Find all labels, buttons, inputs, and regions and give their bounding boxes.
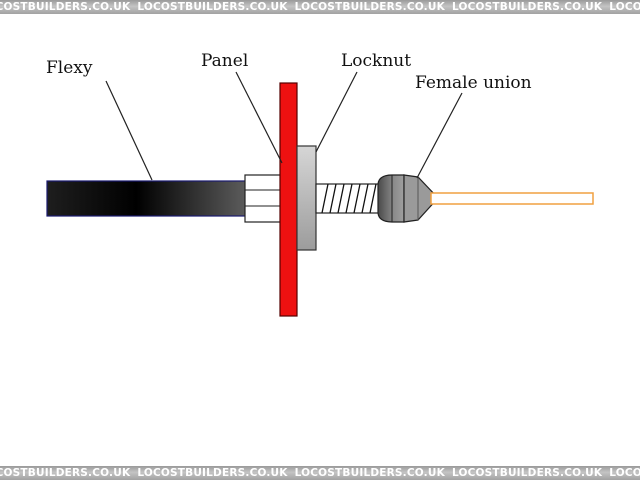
watermark-text: LOCOSTBUILDERS.CO.UK (0, 467, 131, 479)
female-union (377, 174, 439, 223)
watermark-text: LOCOSTBUILDERS.CO.UK (0, 1, 131, 13)
rigid-pipe (430, 192, 594, 205)
watermark-text: LOCOSTBUILDERS.CO.UK (294, 1, 445, 13)
watermark-text: LOCOSTBUILDERS.CO.UK (609, 467, 640, 479)
flexy-label: Flexy (46, 58, 93, 78)
female-union-label: Female union (415, 73, 532, 93)
locknut-label: Locknut (341, 51, 411, 71)
female-union-leader-line (416, 92, 463, 179)
threaded-shank (315, 183, 380, 214)
flexy-leader-line (105, 80, 153, 181)
watermark-strip-bottom: LOCOSTBUILDERS.CO.UK LOCOSTBUILDERS.CO.U… (0, 466, 640, 480)
panel-label: Panel (201, 51, 248, 71)
watermark-text: LOCOSTBUILDERS.CO.UK (137, 467, 288, 479)
watermark-strip-top: LOCOSTBUILDERS.CO.UK LOCOSTBUILDERS.CO.U… (0, 0, 640, 14)
watermark-text: LOCOSTBUILDERS.CO.UK (451, 467, 603, 479)
watermark-row-bottom: LOCOSTBUILDERS.CO.UK LOCOSTBUILDERS.CO.U… (0, 467, 640, 479)
hose-end-fitting (244, 174, 282, 223)
watermark-text: LOCOSTBUILDERS.CO.UK (451, 1, 603, 13)
watermark-row-top: LOCOSTBUILDERS.CO.UK LOCOSTBUILDERS.CO.U… (0, 1, 640, 13)
watermark-text: LOCOSTBUILDERS.CO.UK (294, 467, 445, 479)
flexy-hose (46, 180, 247, 217)
panel-bulkhead (279, 82, 298, 317)
locknut (296, 145, 317, 251)
watermark-text: LOCOSTBUILDERS.CO.UK (609, 1, 640, 13)
locknut-leader-line (315, 71, 358, 153)
watermark-text: LOCOSTBUILDERS.CO.UK (137, 1, 288, 13)
panel-leader-line (235, 71, 283, 164)
